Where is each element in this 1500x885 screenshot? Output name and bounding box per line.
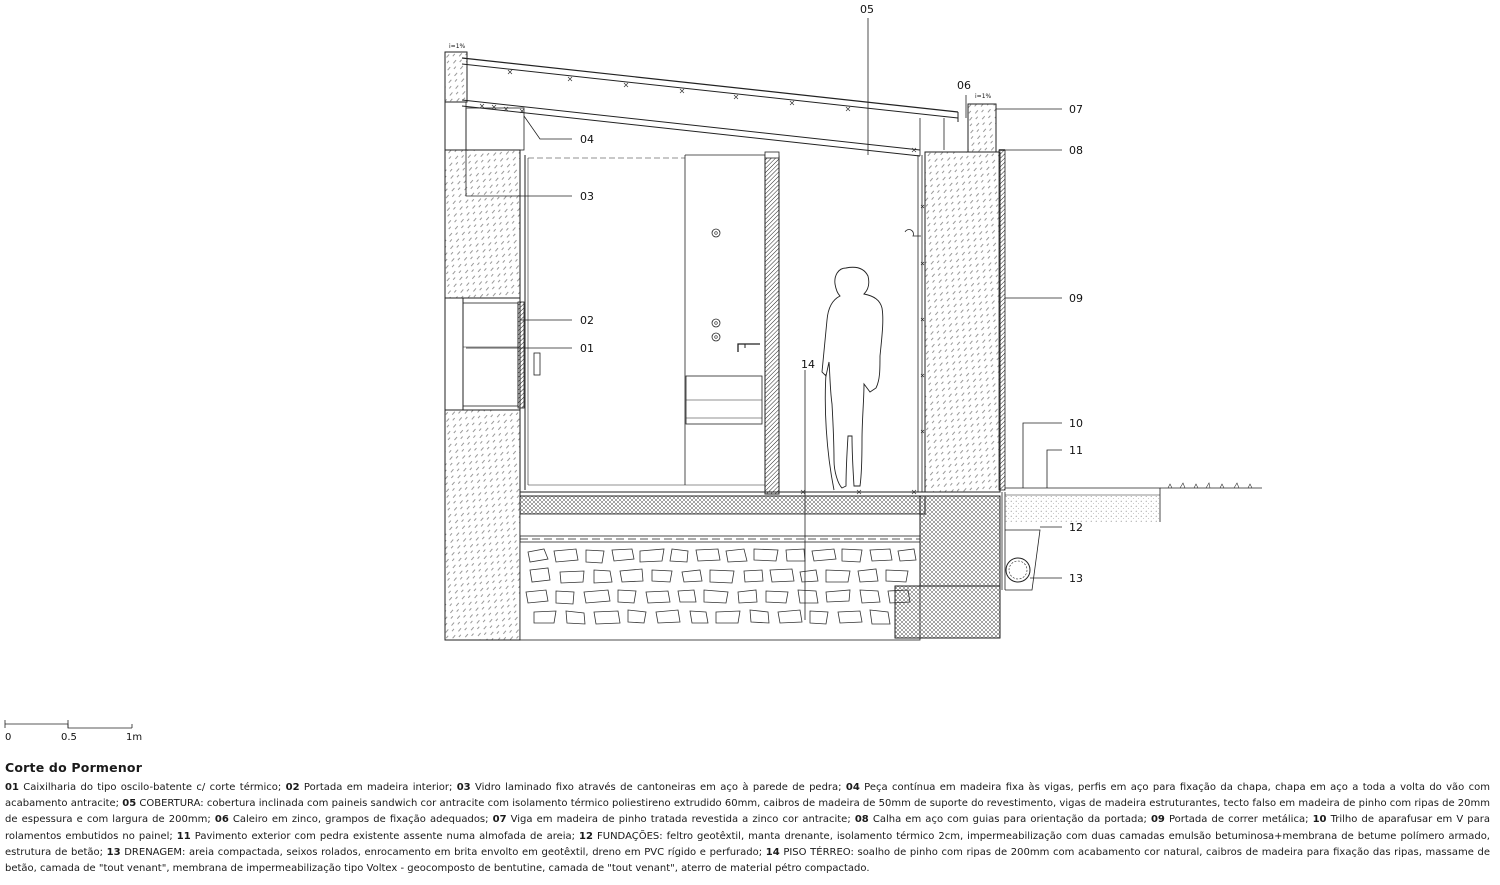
callout-06: 06	[957, 79, 971, 92]
callout-10: 10	[1069, 417, 1083, 430]
rubble-fill	[525, 548, 917, 625]
callout-04: 04	[580, 133, 594, 146]
walking-stick	[824, 373, 835, 491]
leader-lines	[465, 95, 1062, 579]
caption-item-number: 01	[5, 782, 19, 793]
scale-bar: 0 0.5 1m	[4, 720, 142, 743]
left-stone-wall	[444, 51, 521, 641]
caption-item-number: 06	[214, 814, 229, 826]
callout-01: 01	[580, 342, 594, 355]
caption-item-number: 07	[492, 814, 507, 826]
callout-03: 03	[580, 190, 594, 203]
caption-item-number: 10	[1312, 814, 1327, 826]
right-stone-wall	[924, 103, 1001, 493]
caption-item-text: DRENAGEM: areia compactada, seixos rolad…	[120, 846, 766, 858]
caption-title: Corte do Pormenor	[5, 760, 143, 775]
caption-item-text: Caleiro em zinco, grampos de fixação ade…	[228, 814, 493, 826]
callout-14: 14	[801, 358, 815, 371]
callout-13: 13	[1069, 572, 1083, 585]
caption-item-number: 14	[765, 846, 780, 858]
foundation	[894, 492, 1006, 639]
exterior-ground	[1005, 482, 1262, 522]
drainage	[1005, 529, 1041, 591]
interior-partition	[764, 151, 780, 495]
caption-item-text: Portada de correr metálica;	[1164, 814, 1313, 826]
callout-07: 07	[1069, 103, 1083, 116]
caption-item-text: Portada em madeira interior;	[299, 782, 457, 793]
caption-item-number: 08	[854, 814, 869, 826]
caption-item-text: Vidro laminado fixo através de cantoneir…	[470, 782, 846, 793]
caption-item-text: FUNDAÇÕES: feltro geotêxtil, manta drena…	[5, 830, 1490, 858]
caption-item-text: Trilho de aparafusar em V para rolamento…	[5, 814, 1491, 842]
interior-space	[524, 154, 925, 492]
caption-block: Corte do Pormenor 01 Caixilharia do tipo…	[5, 760, 1490, 877]
caption-item-text: Calha em aço com guias para orientação d…	[868, 814, 1151, 826]
callout-12: 12	[1069, 521, 1083, 534]
caption-item-number: 09	[1150, 814, 1165, 826]
caption-item-number: 02	[285, 782, 300, 793]
human-figure	[821, 266, 884, 489]
caption-item-text: Pavimento exterior com pedra existente a…	[190, 830, 580, 842]
sliding-shutter	[998, 149, 1006, 491]
caption-item-text: Viga em madeira de pinho tratada revesti…	[506, 814, 855, 826]
caption-item-number: 13	[106, 846, 121, 858]
caption-item-number: 05	[122, 798, 137, 810]
caption-item-text: Peça contínua em madeira fixa às vigas, …	[5, 782, 1491, 810]
slope-label-right: i=1%	[975, 93, 992, 100]
caption-item-text: COBERTURA: cobertura inclinada com paine…	[5, 798, 1491, 826]
caption-item-number: 11	[176, 830, 191, 842]
roof-assembly	[461, 57, 959, 157]
callout-labels: 01 02 03 04 05 06 07 08 09 10 11 12 13 1…	[449, 3, 1083, 585]
slope-label-left: i=1%	[449, 43, 466, 50]
window-assembly	[444, 297, 541, 411]
caption-item-text: PISO TÉRREO: soalho de pinho com ripas d…	[5, 846, 1490, 875]
section-drawing: 01 02 03 04 05 06 07 08 09 10 11 12 13 1…	[4, 3, 1262, 743]
callout-08: 08	[1069, 144, 1083, 157]
caption-item-number: 12	[579, 830, 593, 842]
roof-rafter-marks	[479, 69, 917, 153]
callout-09: 09	[1069, 292, 1083, 305]
caption-item-number: 04	[845, 782, 860, 793]
callout-05: 05	[860, 3, 874, 16]
caption-text: 01 Caixilharia do tipo oscilo-batente c/…	[5, 780, 1490, 877]
scale-label-1m: 1m	[126, 732, 142, 743]
callout-11: 11	[1069, 444, 1083, 457]
scale-label-half: 0.5	[61, 732, 77, 743]
scale-label-0: 0	[5, 732, 11, 743]
callout-02: 02	[580, 314, 594, 327]
caption-item-text: Caixilharia do tipo oscilo-batente c/ co…	[18, 782, 286, 793]
caption-item-number: 03	[456, 782, 471, 793]
